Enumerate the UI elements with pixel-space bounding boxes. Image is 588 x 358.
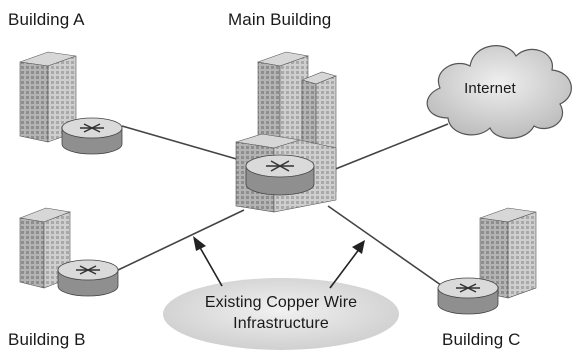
internet-cloud-icon: [426, 45, 572, 139]
callout-label: Existing Copper Wire Infrastructure: [204, 294, 358, 332]
link-a-main: [121, 125, 241, 161]
building-c-icon: [479, 207, 537, 299]
arrow-to-link-c: [329, 240, 365, 289]
link-main-internet: [327, 123, 449, 173]
router-main-icon: [245, 154, 315, 196]
building-c-label: Building C: [442, 330, 521, 349]
building-a-icon: [19, 51, 77, 143]
router-a-icon: [61, 117, 123, 155]
callout-arrows: [193, 236, 365, 289]
internet-label: Internet: [464, 80, 516, 97]
link-main-c: [327, 205, 449, 291]
link-b-main: [117, 209, 245, 271]
building-a-label: Building A: [8, 10, 85, 29]
router-b-icon: [57, 259, 119, 297]
callout-oval: [163, 278, 399, 350]
arrow-to-link-b: [193, 236, 223, 287]
router-c-icon: [437, 277, 499, 315]
main-building-label: Main Building: [228, 10, 332, 29]
building-b-label: Building B: [8, 330, 86, 349]
links: [117, 123, 449, 291]
